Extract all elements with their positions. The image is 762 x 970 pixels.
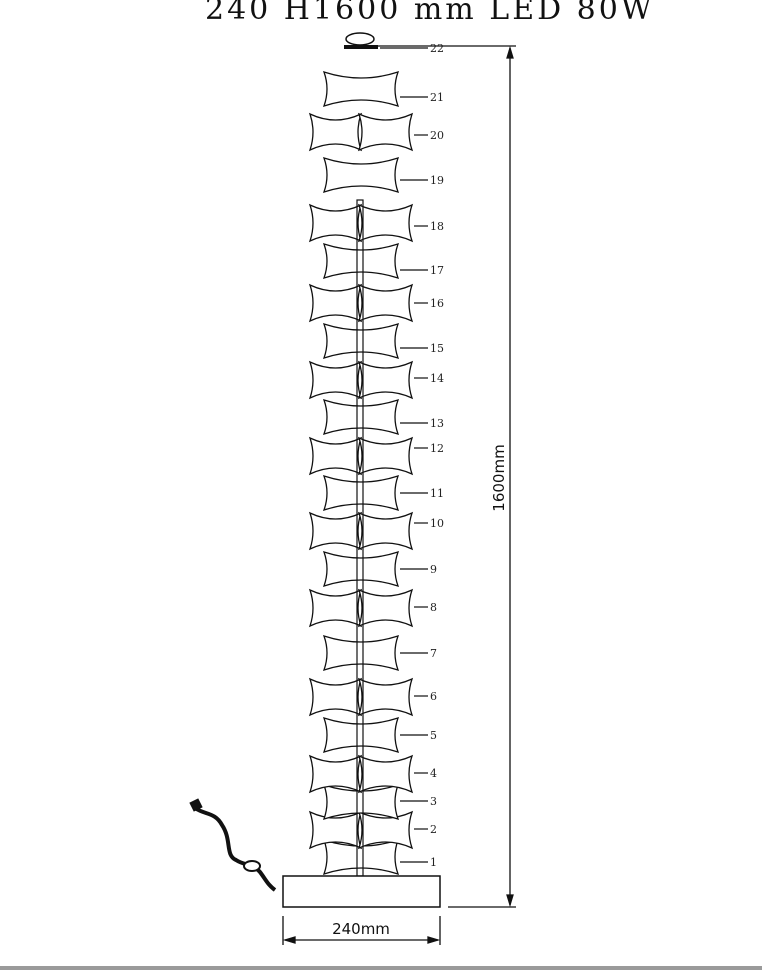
part-label: 19 <box>430 174 444 187</box>
part-label: 11 <box>430 487 444 500</box>
height-label: 1600mm <box>490 444 508 511</box>
part-label: 15 <box>430 342 444 355</box>
shade-panel <box>308 203 363 243</box>
part-label: 1 <box>430 856 437 869</box>
shade-panel <box>357 360 414 400</box>
shade-panel <box>322 783 400 821</box>
shade-panel <box>308 283 363 323</box>
shade-panel <box>322 322 400 360</box>
shade-panel <box>322 716 400 754</box>
shade-panel <box>357 436 414 476</box>
shade-panel <box>322 838 400 876</box>
shade-panel <box>308 511 363 551</box>
shade-panel <box>357 203 414 243</box>
shade-panel <box>308 588 363 628</box>
part-label: 14 <box>430 372 444 385</box>
part-label: 22 <box>430 42 444 55</box>
width-label: 240mm <box>332 920 390 938</box>
shade-panel <box>357 283 414 323</box>
part-label: 10 <box>430 517 444 530</box>
part-label: 9 <box>430 563 437 576</box>
part-label: 20 <box>430 129 444 142</box>
shade-panel <box>357 588 414 628</box>
shade-panel <box>322 242 400 280</box>
lamp-base <box>282 875 441 908</box>
shade-panel <box>322 550 400 588</box>
part-label: 18 <box>430 220 444 233</box>
shade-panel <box>357 754 414 794</box>
shade-panel <box>357 511 414 551</box>
shade-panel <box>322 474 400 512</box>
shade-panel <box>308 754 363 794</box>
shade-tiers <box>308 70 414 876</box>
shade-panel <box>308 360 363 400</box>
shade-panel <box>357 810 414 850</box>
part-label: 6 <box>430 690 437 703</box>
shade-panel <box>308 677 363 717</box>
power-cord-icon <box>189 798 277 892</box>
shade-panel <box>322 398 400 436</box>
part-label: 13 <box>430 417 444 430</box>
shade-panel <box>322 634 400 672</box>
part-label: 12 <box>430 442 444 455</box>
drawing-title: 240 H1600 mm LED 80W <box>205 0 655 27</box>
top-cap <box>344 45 378 49</box>
part-label: 7 <box>430 647 437 660</box>
width-dimension <box>282 916 441 945</box>
part-label: 5 <box>430 729 437 742</box>
part-label: 8 <box>430 601 437 614</box>
part-label: 3 <box>430 795 437 808</box>
part-label: 16 <box>430 297 444 310</box>
shade-panel <box>357 112 414 152</box>
part-label: 2 <box>430 823 437 836</box>
top-ring-icon <box>345 32 375 46</box>
part-label: 17 <box>430 264 444 277</box>
shade-panel <box>322 70 400 108</box>
shade-panel <box>308 112 363 152</box>
shade-panel <box>308 436 363 476</box>
part-label: 4 <box>430 767 437 780</box>
shade-panel <box>308 810 363 850</box>
shade-panel <box>322 156 400 194</box>
bottom-border <box>0 966 762 970</box>
shade-panel <box>357 677 414 717</box>
part-label: 21 <box>430 91 444 104</box>
height-dimension <box>378 45 516 908</box>
